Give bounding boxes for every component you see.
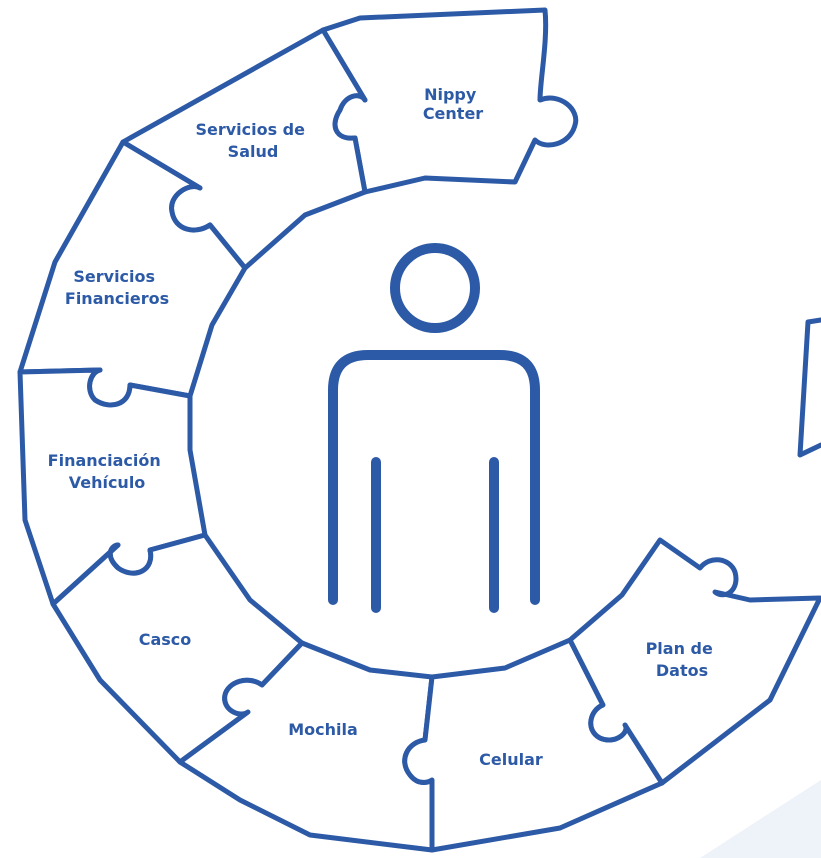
label-line: Financieros bbox=[65, 289, 169, 308]
label-line: Vehículo bbox=[69, 473, 146, 492]
label-line: Nippy bbox=[424, 85, 477, 104]
label-line: Plan de bbox=[646, 639, 713, 658]
ring-pieces bbox=[17, 7, 821, 853]
label-servicios-financieros: Servicios Financieros bbox=[65, 267, 169, 308]
label-line: Financiación bbox=[48, 451, 161, 470]
label-servicios-de-salud: Servicios de Salud bbox=[195, 120, 310, 161]
label-celular: Celular bbox=[479, 750, 543, 769]
label-line: Datos bbox=[656, 661, 708, 680]
piece-labels: Nippy Center Servicios de Salud Servicio… bbox=[48, 85, 719, 769]
label-line: Casco bbox=[139, 630, 192, 649]
label-line: Center bbox=[423, 104, 483, 123]
label-mochila: Mochila bbox=[288, 720, 358, 739]
label-line: Servicios de bbox=[195, 120, 305, 139]
label-plan-de-datos: Plan de Datos bbox=[646, 639, 719, 680]
label-line: Mochila bbox=[288, 720, 358, 739]
label-line: Celular bbox=[479, 750, 543, 769]
label-line: Salud bbox=[228, 142, 279, 161]
label-casco: Casco bbox=[139, 630, 192, 649]
label-nippy-center: Nippy Center bbox=[423, 85, 483, 123]
person-icon bbox=[328, 243, 540, 613]
label-financiacion-vehiculo: Financiación Vehículo bbox=[48, 451, 167, 492]
label-line: Servicios bbox=[73, 267, 155, 286]
piece-plan-de-datos[interactable] bbox=[567, 537, 821, 786]
offscreen-piece bbox=[797, 317, 821, 458]
background-fade bbox=[700, 780, 821, 858]
